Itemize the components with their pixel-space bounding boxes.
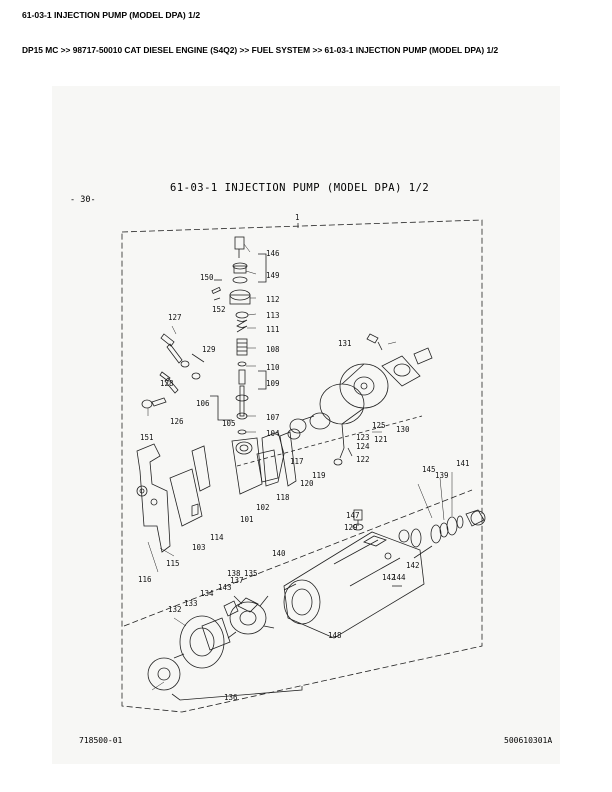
callout-122: 122 [356, 455, 370, 464]
callout-108: 108 [266, 345, 280, 354]
callout-144: 144 [392, 573, 406, 582]
drawing-code-left: 718500-01 [79, 736, 123, 745]
callout-129b: 129 [344, 523, 358, 532]
callout-143: 143 [218, 583, 232, 592]
callout-111: 111 [266, 325, 280, 334]
section-divider [236, 415, 423, 467]
governor-plates [136, 437, 279, 553]
callout-128: 128 [160, 379, 174, 388]
delivery-valve-stack [211, 236, 251, 435]
callout-142: 142 [382, 573, 396, 582]
callout-148: 148 [328, 631, 342, 640]
callout-117: 117 [290, 457, 304, 466]
leader-lines [147, 243, 453, 691]
diagram-title: 61-03-1 INJECTION PUMP (MODEL DPA) 1/2 [170, 182, 430, 194]
callout-1: 1 [295, 213, 300, 222]
callout-123: 123 [356, 433, 370, 442]
callout-151: 151 [140, 433, 154, 442]
callout-133: 133 [184, 599, 198, 608]
callout-132: 132 [168, 605, 182, 614]
callout-146: 146 [266, 249, 280, 258]
callout-147: 147 [346, 511, 360, 520]
end-plate-parts [261, 415, 315, 487]
callout-145: 145 [422, 465, 436, 474]
callout-130: 130 [396, 425, 410, 434]
callout-136: 136 [224, 693, 238, 702]
rotor-drive [147, 583, 297, 691]
callout-110: 110 [266, 363, 280, 372]
callout-126: 126 [170, 417, 184, 426]
callout-labels: 1 146 150 149 152 112 113 111 108 110 10… [138, 213, 470, 702]
callout-121: 121 [374, 435, 388, 444]
callout-125: 125 [372, 421, 386, 430]
callout-115: 115 [166, 559, 180, 568]
assembly-boundary [121, 219, 483, 713]
callout-141: 141 [456, 459, 470, 468]
callout-112: 112 [266, 295, 280, 304]
callout-116: 116 [138, 575, 152, 584]
drawing-code-right: 500610301A [504, 736, 553, 745]
drive-seals [398, 509, 486, 548]
callout-120: 120 [300, 479, 314, 488]
callout-150: 150 [200, 273, 214, 282]
callout-127: 127 [168, 313, 182, 322]
callout-137: 137 [230, 576, 244, 585]
callout-101: 101 [240, 515, 254, 524]
callout-107: 107 [266, 413, 280, 422]
callout-131: 131 [338, 339, 352, 348]
exploded-view-drawing [121, 219, 486, 713]
callout-114: 114 [210, 533, 224, 542]
callout-149: 149 [266, 271, 280, 280]
callout-152: 152 [212, 305, 226, 314]
fuel-inlet-fittings [141, 333, 205, 409]
page-title: 61-03-1 INJECTION PUMP (MODEL DPA) 1/2 [22, 10, 201, 20]
callout-105: 105 [222, 419, 236, 428]
callout-113: 113 [266, 311, 280, 320]
callout-134: 134 [200, 589, 214, 598]
breadcrumb: DP15 MC >> 98717-50010 CAT DIESEL ENGINE… [22, 45, 499, 55]
callout-140: 140 [272, 549, 286, 558]
callout-109: 109 [266, 379, 280, 388]
parts-diagram: 61-03-1 INJECTION PUMP (MODEL DPA) 1/2 -… [52, 86, 560, 764]
callout-124: 124 [356, 442, 370, 451]
callout-138: 138 [227, 569, 241, 578]
page-number: - 30- [70, 195, 96, 205]
section-divider [123, 489, 473, 627]
callout-118: 118 [276, 493, 290, 502]
callout-139: 139 [435, 471, 449, 480]
callout-103: 103 [192, 543, 206, 552]
callout-102: 102 [256, 503, 270, 512]
callout-119: 119 [312, 471, 326, 480]
callout-135: 135 [244, 569, 258, 578]
pump-body [283, 531, 433, 639]
callout-106: 106 [196, 399, 210, 408]
callout-104: 104 [266, 429, 280, 438]
callout-142b: 142 [406, 561, 420, 570]
callout-129: 129 [202, 345, 216, 354]
